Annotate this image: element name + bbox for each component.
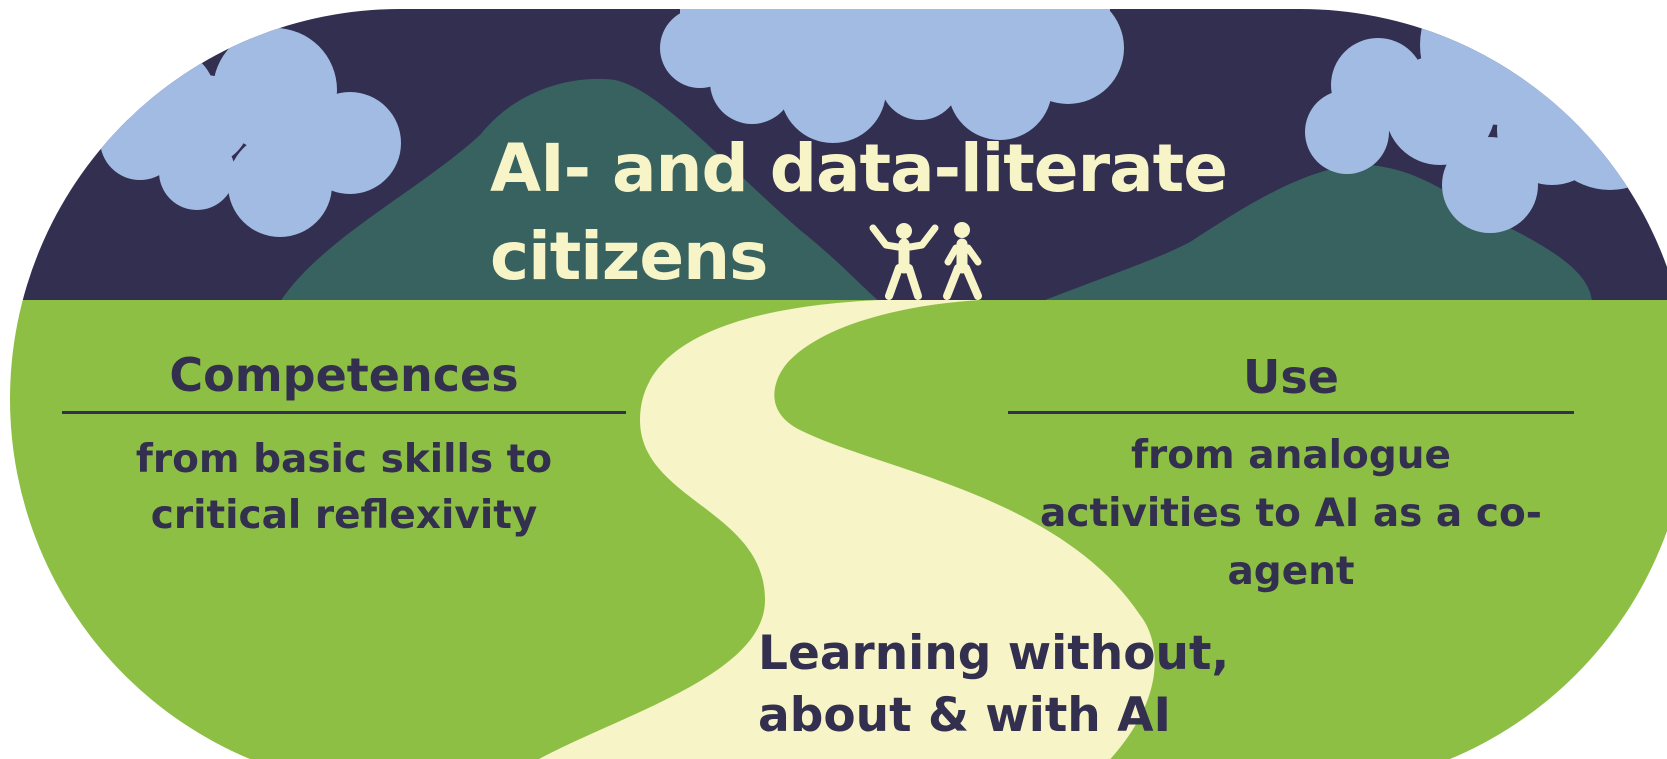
cloud-icon-top (660, 9, 1124, 143)
competences-line-2: critical reflexivity (150, 493, 538, 538)
path-label-line-1: Learning without, (758, 626, 1230, 681)
use-divider (1008, 411, 1574, 414)
person-cheering-icon (869, 223, 939, 300)
use-heading: Use (1243, 350, 1339, 404)
winding-path (520, 300, 1155, 759)
title-line-1: AI- and data-literate (490, 130, 1228, 207)
title-line-2: citizens (490, 218, 768, 295)
competences-divider (62, 411, 626, 414)
use-line-3: agent (1227, 549, 1355, 594)
competences-heading: Competences (169, 348, 519, 402)
competences-line-1: from basic skills to (135, 437, 553, 482)
left-mountain-icon (280, 78, 880, 303)
use-line-1: from analogue (1131, 433, 1451, 478)
path-label-line-2: about & with AI (758, 688, 1171, 743)
use-line-2: activities to AI as a co- (1040, 491, 1542, 536)
person-walking-icon (943, 222, 982, 300)
